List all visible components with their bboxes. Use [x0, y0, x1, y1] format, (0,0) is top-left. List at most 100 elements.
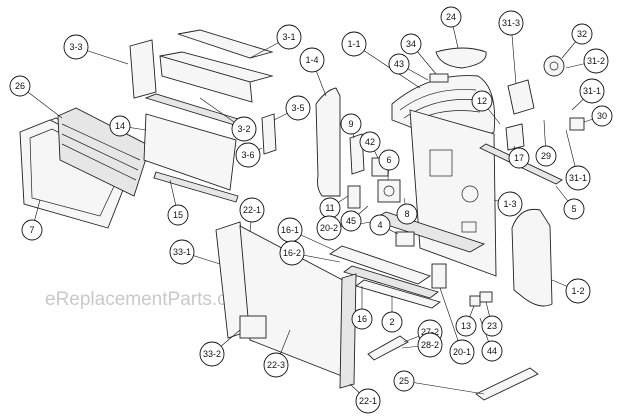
callout-3-3: 3-3: [63, 34, 89, 60]
part-right-side-1-2: [511, 208, 553, 307]
callout-label: 5: [571, 204, 576, 214]
callout-label: 12: [477, 96, 487, 106]
part-bracket-23: [479, 291, 493, 303]
callout-label: 43: [394, 59, 404, 69]
callout-label: 42: [365, 137, 375, 147]
part-control-31-3: [507, 79, 535, 115]
part-front-frame-7: [19, 117, 135, 229]
callout-label: 20-1: [453, 347, 471, 357]
callout-45: 45: [340, 210, 362, 232]
callout-bubble: [591, 105, 613, 127]
callout-label: 30: [597, 111, 607, 121]
callout-1-2: 1-2: [565, 278, 591, 304]
callout-43: 43: [388, 53, 410, 75]
callout-1-3: 1-3: [497, 191, 523, 217]
callout-bubble: [481, 340, 503, 362]
callout-label: 34: [406, 39, 416, 49]
callout-bubble: [583, 48, 609, 74]
callout-label: 31-1: [583, 86, 601, 96]
callout-1-4: 1-4: [299, 47, 325, 73]
callout-label: 44: [487, 346, 497, 356]
callout-20-1: 20-1: [449, 339, 475, 365]
callout-34: 34: [400, 33, 422, 55]
callout-bubble: [231, 116, 257, 142]
callout-bubble: [351, 308, 373, 330]
part-box-33-2: [239, 315, 267, 339]
callout-label: 29: [541, 151, 551, 161]
callout-bubble: [341, 31, 367, 57]
callout-bubble: [565, 278, 591, 304]
callout-bubble: [571, 23, 593, 45]
callout-5: 5: [563, 198, 585, 220]
callout-13: 13: [455, 315, 477, 337]
callout-26: 26: [9, 75, 31, 97]
callout-bubble: [239, 197, 265, 223]
callout-16-2: 16-2: [279, 240, 305, 266]
callout-25: 25: [393, 370, 415, 392]
part-glass-panel-14: [143, 113, 237, 191]
callout-label: 45: [346, 216, 356, 226]
callout-bubble: [400, 33, 422, 55]
callout-31-2: 31-2: [583, 48, 609, 74]
callout-label: 2: [389, 317, 394, 327]
callout-bubble: [481, 315, 503, 337]
callout-label: 22-1: [243, 205, 261, 215]
callout-label: 32: [577, 29, 587, 39]
callout-31-3: 31-3: [498, 10, 524, 36]
callout-bubble: [169, 239, 195, 265]
callout-label: 3-5: [291, 103, 304, 113]
callout-bubble: [440, 6, 462, 28]
callout-32: 32: [571, 23, 593, 45]
part-side-bracket-3-5: [261, 113, 277, 155]
part-sensor-30: [569, 117, 585, 131]
callout-bubble: [9, 75, 31, 97]
callout-label: 33-2: [203, 349, 221, 359]
callout-bubble: [299, 47, 325, 73]
callout-12: 12: [471, 90, 493, 112]
callout-label: 3-1: [282, 32, 295, 42]
callout-label: 33-1: [173, 247, 191, 257]
callout-label: 17: [514, 153, 524, 163]
callout-bubble: [359, 131, 381, 153]
callout-22-3: 22-3: [263, 352, 289, 378]
callout-8: 8: [396, 203, 418, 225]
callout-label: 25: [399, 376, 409, 386]
callout-label: 31-2: [587, 56, 605, 66]
callout-3-1: 3-1: [276, 24, 302, 50]
callout-17: 17: [508, 147, 530, 169]
callout-bubble: [285, 95, 311, 121]
callout-bubble: [279, 240, 305, 266]
callout-label: 16: [357, 314, 367, 324]
callout-label: 3-2: [237, 124, 250, 134]
part-burner-16: [343, 265, 439, 299]
callout-29: 29: [535, 145, 557, 167]
callout-14: 14: [109, 115, 131, 137]
part-rail-25: [475, 367, 539, 401]
callout-bubble: [316, 215, 342, 241]
watermark: eReplacementParts.com: [45, 289, 253, 310]
callout-label: 7: [29, 225, 34, 235]
callout-bubble: [378, 149, 400, 171]
leader-line: [403, 380, 485, 395]
callout-label: 15: [173, 210, 183, 220]
callout-16-1: 16-1: [277, 217, 303, 243]
part-burner-2: [355, 279, 441, 309]
callout-label: 28-2: [421, 340, 439, 350]
callout-15: 15: [167, 204, 189, 226]
part-round-32: [543, 55, 565, 77]
callout-label: 24: [446, 12, 456, 22]
part-screw-13: [469, 295, 481, 307]
callout-label: 6: [386, 155, 391, 165]
callout-label: 20-2: [320, 223, 338, 233]
callout-bubble: [355, 388, 381, 414]
callout-22-1: 22-1: [239, 197, 265, 223]
callout-bubble: [340, 113, 362, 135]
callout-bubble: [388, 53, 410, 75]
callout-label: 1-3: [503, 199, 516, 209]
callout-4: 4: [369, 214, 391, 236]
callout-bubble: [199, 341, 225, 367]
part-bracket-3-3: [129, 39, 157, 99]
callout-label: 13: [461, 321, 471, 331]
callout-bubble: [396, 203, 418, 225]
